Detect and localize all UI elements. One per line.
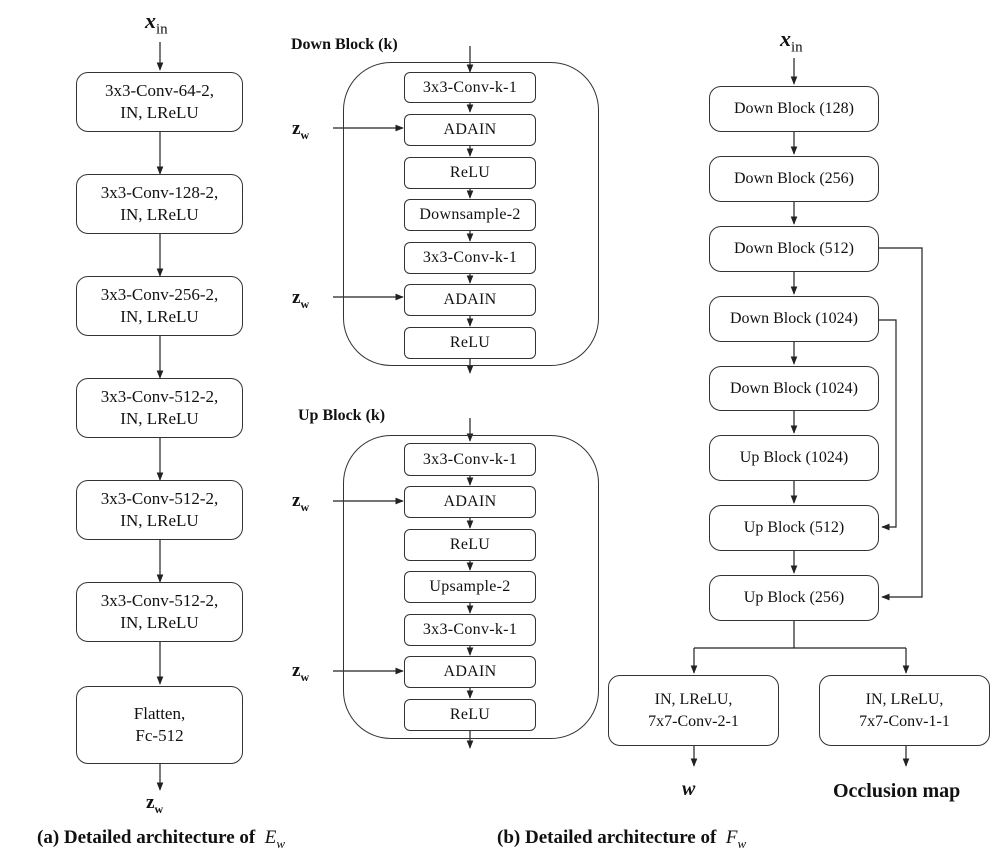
caption-b-sub: w	[737, 835, 747, 851]
left-input-var: x	[145, 8, 156, 33]
up-layer-adain-1: ADAIN	[404, 486, 536, 518]
caption-a-sub: w	[276, 835, 286, 851]
encoder-block-5: 3x3-Conv-512-2, IN, LReLU	[76, 480, 243, 540]
right-input-var: x	[780, 26, 791, 51]
up-block-title: Up Block (k)	[298, 407, 386, 424]
up-layer-conv-2: 3x3-Conv-k-1	[404, 614, 536, 646]
encoder-block-2: 3x3-Conv-128-2, IN, LReLU	[76, 174, 243, 234]
encoder-block-3: 3x3-Conv-256-2, IN, LReLU	[76, 276, 243, 336]
skip-512-to-256	[879, 247, 923, 601]
down-layer-adain-1: ADAIN	[404, 114, 536, 146]
up-style-var-2: z	[292, 660, 301, 681]
f-up-block-1024: Up Block (1024)	[709, 435, 879, 481]
encoder-block-6: 3x3-Conv-512-2, IN, LReLU	[76, 582, 243, 642]
encoder-block-1: 3x3-Conv-64-2, IN, LReLU	[76, 72, 243, 132]
up-layer-adain-2: ADAIN	[404, 656, 536, 688]
down-layer-relu-1: ReLU	[404, 157, 536, 189]
down-layer-conv-2: 3x3-Conv-k-1	[404, 242, 536, 274]
caption-a-symbol: E	[264, 827, 277, 848]
down-style-sub-2: w	[300, 296, 310, 311]
down-style-input-2: zw	[292, 287, 309, 312]
f-down-block-512: Down Block (512)	[709, 226, 879, 272]
up-style-sub-2: w	[300, 669, 310, 684]
up-style-sub-1: w	[300, 499, 310, 514]
f-up-block-512: Up Block (512)	[709, 505, 879, 551]
down-block-frame	[343, 62, 599, 366]
f-up-block-256: Up Block (256)	[709, 575, 879, 621]
down-layer-downsample: Downsample-2	[404, 199, 536, 231]
output-w-label: w	[682, 778, 696, 800]
up-layer-upsample: Upsample-2	[404, 571, 536, 603]
down-layer-relu-2: ReLU	[404, 327, 536, 359]
caption-a-text: (a) Detailed architecture of	[37, 827, 256, 848]
caption-a: (a) Detailed architecture of Ew	[37, 827, 285, 852]
up-layer-relu-1: ReLU	[404, 529, 536, 561]
down-style-var-1: z	[292, 118, 301, 139]
down-layer-adain-2: ADAIN	[404, 284, 536, 316]
f-down-block-128: Down Block (128)	[709, 86, 879, 132]
encoder-block-4: 3x3-Conv-512-2, IN, LReLU	[76, 378, 243, 438]
up-style-input-1: zw	[292, 490, 309, 515]
up-style-var-1: z	[292, 490, 301, 511]
up-block-frame	[343, 435, 599, 739]
up-style-input-2: zw	[292, 660, 309, 685]
output-occlusion-label: Occlusion map	[833, 780, 961, 802]
down-style-var-2: z	[292, 287, 301, 308]
down-layer-conv-1: 3x3-Conv-k-1	[404, 72, 536, 103]
left-output-sub: w	[154, 801, 164, 816]
up-layer-relu-2: ReLU	[404, 699, 536, 731]
down-style-sub-1: w	[300, 127, 310, 142]
left-output-var: z	[146, 792, 155, 813]
left-input-sub: in	[156, 21, 168, 38]
f-down-block-1024-a: Down Block (1024)	[709, 296, 879, 342]
right-input-label: xin	[780, 26, 803, 56]
down-style-input-1: zw	[292, 118, 309, 143]
f-down-block-256: Down Block (256)	[709, 156, 879, 202]
skip-1024-to-512	[879, 319, 897, 531]
caption-b: (b) Detailed architecture of Fw	[497, 827, 746, 852]
caption-b-symbol: F	[725, 827, 738, 848]
encoder-block-flatten: Flatten, Fc-512	[76, 686, 243, 764]
right-input-sub: in	[791, 39, 803, 56]
head-warp-block: IN, LReLU, 7x7-Conv-2-1	[608, 675, 779, 746]
f-down-block-1024-b: Down Block (1024)	[709, 366, 879, 411]
left-output-label: zw	[146, 792, 163, 817]
head-occlusion-block: IN, LReLU, 7x7-Conv-1-1	[819, 675, 990, 746]
left-input-label: xin	[145, 8, 168, 38]
down-block-title: Down Block (k)	[291, 36, 398, 53]
caption-b-text: (b) Detailed architecture of	[497, 827, 717, 848]
up-layer-conv-1: 3x3-Conv-k-1	[404, 443, 536, 476]
